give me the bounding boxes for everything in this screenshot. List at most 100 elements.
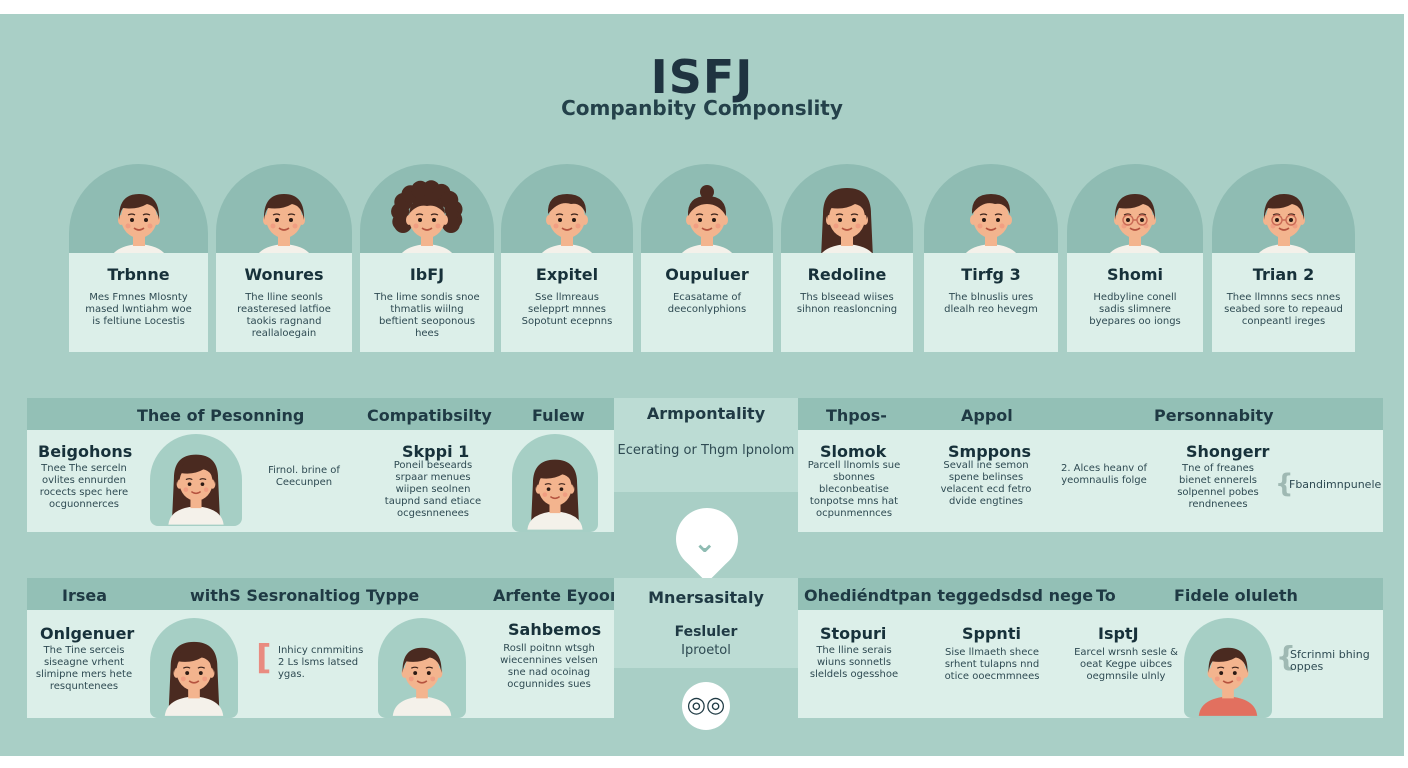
card-name: Oupuluer [665, 265, 749, 284]
personality-card: Trian 2 Thee llmnns secs nnes seabed sore… [1212, 164, 1355, 352]
card-name: Trbnne [107, 265, 170, 284]
person-illustration [1198, 647, 1258, 716]
band2-left-desc: The Tine serceis siseagne vrhent slimipn… [35, 645, 133, 692]
band1-right-header [798, 398, 1383, 430]
band2-right-body [798, 610, 1383, 718]
band2-header-label: Fidele oluleth [1174, 586, 1298, 605]
band2-right-desc: The lline serais wiuns sonnetls sleldels… [809, 645, 899, 680]
band1-header-label: Appol [961, 406, 1013, 425]
person-illustration [392, 647, 452, 716]
band1-right-note: 2. Alces heanv of yeomnaulis folge [1060, 463, 1148, 486]
person-illustration [108, 194, 169, 264]
card-portrait [69, 164, 208, 264]
avatar [150, 618, 238, 718]
card-panel: Trian 2 Thee llmnns secs nnes seabed sore… [1212, 253, 1355, 352]
bracket-icon: { [1275, 469, 1294, 499]
chevron-down-icon: ⌄ [693, 526, 717, 559]
card-description: Mes Fmnes Mlosnty mased lwntiahm woe is … [85, 292, 192, 327]
band1-right-name: Slomok [820, 442, 887, 461]
card-name: Wonures [244, 265, 324, 284]
card-description: Thee llmnns secs nnes seabed sore to rep… [1224, 292, 1343, 327]
band2-left-note: Inhicy cnmmitins 2 Ls lsms latsed ygas. [278, 645, 364, 680]
center-bottom-sub: Iproetol [681, 643, 731, 658]
band1-right-body [798, 430, 1383, 532]
band1-left-desc: Tnee The serceln ovlites ennurden rocect… [39, 463, 129, 510]
band1-header-label: Compatibsilty [367, 406, 492, 425]
band1-left-note: Firnol. brine of Ceecunpen [268, 465, 340, 488]
band2-header-label: Irsea [62, 586, 108, 605]
card-panel: Tirfg 3 The blnuslis ures dlealh reo heve… [924, 253, 1058, 352]
band1-right-side: Fbandimnpunele [1289, 478, 1382, 491]
card-portrait [360, 164, 494, 264]
band2-right-desc3: Earcel wrsnh sesle & oeat Kegpe uibces o… [1074, 647, 1178, 682]
band1-header-label: Fulew [532, 406, 585, 425]
band1-right-name3: Shongerr [1186, 442, 1270, 461]
card-description: Ecasatame of deeconlyphions [667, 292, 747, 315]
band1-right-desc3: Tne of freanes bienet ennerels solpennel… [1177, 463, 1259, 510]
avatar [378, 618, 466, 718]
card-portrait [781, 164, 913, 264]
center-bottom-block [614, 578, 798, 668]
band2-right-header [798, 578, 1383, 610]
card-portrait [216, 164, 352, 264]
band2-left-body [27, 610, 614, 718]
band2-header-label: To [1096, 586, 1116, 605]
person-illustration [391, 180, 463, 264]
glasses-icon: ◎◎ [682, 682, 730, 730]
band2-right-desc2: Sise llmaeth shece srhent tulapns nnd ot… [944, 647, 1040, 682]
page-title: ISFJ [650, 50, 754, 104]
band1-header-label: Thpos- [826, 406, 887, 425]
center-top-title: Armpontality [646, 404, 766, 423]
bracket-icon: { [1276, 640, 1296, 673]
card-portrait [1212, 164, 1355, 264]
center-top-sub: Ecerating or Thgm lpnolom [617, 443, 795, 458]
card-portrait [641, 164, 773, 264]
band2-left-name2: Sahbemos [508, 620, 602, 639]
band2-right-side: Sfcrinmi bhing oppes [1290, 648, 1370, 673]
avatar [1184, 618, 1272, 718]
center-bottom-title: Mnersasitaly [648, 588, 764, 607]
band1-left-header [27, 398, 614, 430]
person-illustration [164, 641, 224, 716]
band1-left-name: Beigohons [38, 442, 133, 461]
card-portrait [924, 164, 1058, 264]
person-illustration [1105, 194, 1165, 264]
card-name: IbFJ [409, 265, 445, 284]
person-illustration [817, 188, 877, 264]
center-top-block [614, 398, 798, 492]
band2-header-label: withS Sesronaltiog Typpe [190, 586, 420, 605]
person-illustration [677, 185, 737, 264]
avatar [150, 434, 242, 526]
band1-right-desc2: Sevall ine semon spene belinses velacent… [940, 460, 1032, 507]
person-illustration [527, 459, 583, 530]
band2-left-header [27, 578, 614, 610]
band2-right-name: Stopuri [820, 624, 887, 643]
band1-right-desc: Parcell llnomls sue sbonnes bleconbeatis… [807, 460, 901, 519]
card-name: Tirfg 3 [961, 265, 1021, 284]
avatar [512, 434, 598, 532]
card-description: The lline seonls reasteresed latfioe tao… [237, 292, 331, 339]
card-description: Ths blseead wiises sihnon reasloncning [796, 292, 898, 315]
card-portrait [501, 164, 633, 264]
card-name: Trian 2 [1252, 265, 1315, 284]
person-illustration [1253, 194, 1314, 264]
card-name: Expitel [535, 265, 599, 284]
band1-left-desc2: Poneil beseards srpaar menues wiipen seo… [384, 460, 482, 519]
person-illustration [168, 454, 224, 525]
card-name: Redoline [807, 265, 887, 284]
card-description: Hedbyline conell sadis slimnere byepares… [1089, 292, 1181, 327]
card-name: Shomi [1106, 265, 1164, 284]
band2-header-label: Ohediéndtpan teggedsdsd nege [804, 586, 1094, 605]
card-description: The blnuslis ures dlealh reo hevegm [944, 292, 1038, 315]
